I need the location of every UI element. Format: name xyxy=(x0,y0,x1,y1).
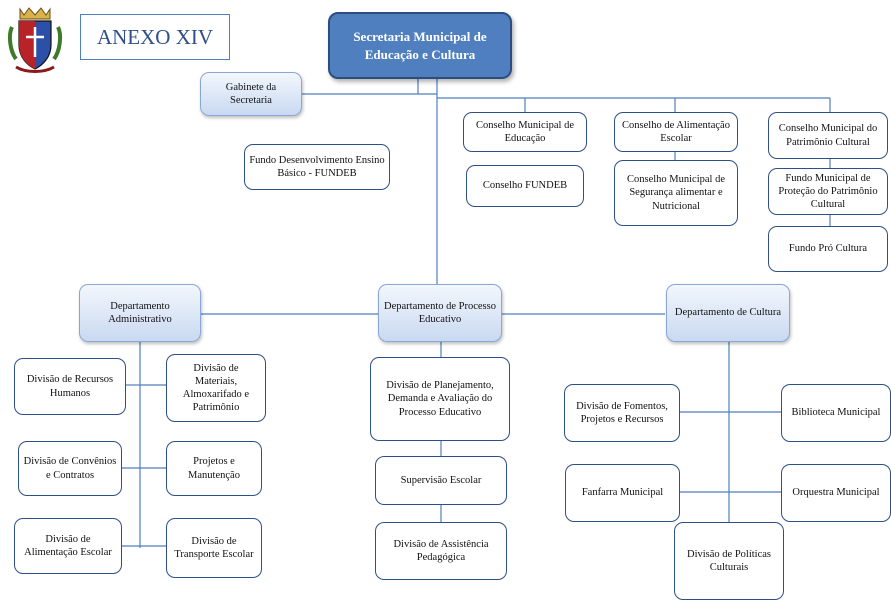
dept-processo-box: Departamento de Processo Educativo xyxy=(378,284,502,342)
div-materiais-box: Divisão de Materiais, Almoxarifado e Pat… xyxy=(166,354,266,422)
orquestra-box: Orquestra Municipal xyxy=(781,464,891,522)
div-politicas-box: Divisão de Políticas Culturais xyxy=(674,522,784,600)
conselho-alimentacao-box: Conselho de Alimentação Escolar xyxy=(614,112,738,152)
div-assistencia-box: Divisão de Assistência Pedagógica xyxy=(375,522,507,580)
fundo-cultura-box: Fundo Pró Cultura xyxy=(768,226,888,272)
conselho-seguranca-box: Conselho Municipal de Segurança alimenta… xyxy=(614,160,738,226)
conselho-patrimonio-box: Conselho Municipal do Patrimônio Cultura… xyxy=(768,112,888,159)
div-planejamento-box: Divisão de Planejamento, Demanda e Avali… xyxy=(370,357,510,441)
fundo-protecao-box: Fundo Municipal de Proteção do Patrimôni… xyxy=(768,168,888,215)
conselho-educacao-box: Conselho Municipal de Educação xyxy=(463,112,587,152)
gabinete-box: Gabinete da Secretaria xyxy=(200,72,302,116)
div-alimentacao-box: Divisão de Alimentação Escolar xyxy=(14,518,122,574)
projetos-manutencao-box: Projetos e Manutenção xyxy=(166,441,262,496)
fanfarra-box: Fanfarra Municipal xyxy=(565,464,680,522)
div-rh-box: Divisão de Recursos Humanos xyxy=(14,358,126,415)
coat-of-arms-icon xyxy=(7,7,63,73)
div-convenios-box: Divisão de Convênios e Contratos xyxy=(18,441,122,496)
supervisao-escolar-box: Supervisão Escolar xyxy=(375,456,507,505)
biblioteca-box: Biblioteca Municipal xyxy=(781,384,891,442)
secretaria-box: Secretaria Municipal de Educação e Cultu… xyxy=(328,12,512,79)
fundeb-box: Fundo Desenvolvimento Ensino Básico - FU… xyxy=(244,144,390,190)
div-transporte-box: Divisão de Transporte Escolar xyxy=(166,518,262,578)
dept-cultura-box: Departamento de Cultura xyxy=(666,284,790,342)
dept-administrativo-box: Departamento Administrativo xyxy=(79,284,201,342)
annex-title: ANEXO XIV xyxy=(80,14,230,60)
div-fomentos-box: Divisão de Fomentos, Projetos e Recursos xyxy=(564,384,680,442)
conselho-fundeb-box: Conselho FUNDEB xyxy=(466,165,584,207)
